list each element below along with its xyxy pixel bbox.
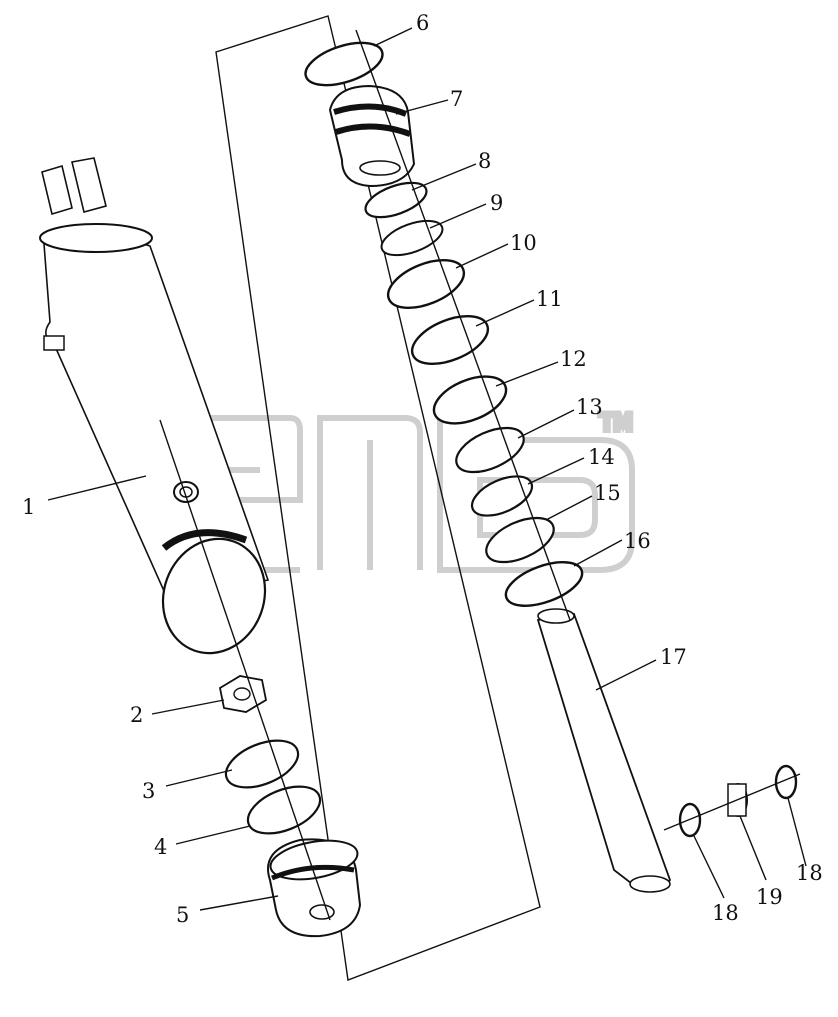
leader-lines — [47, 27, 807, 911]
axis-left — [159, 419, 331, 921]
ring-18-right — [774, 764, 798, 800]
callout-17: 17 — [660, 645, 687, 669]
ring-3 — [224, 739, 300, 789]
ring-11 — [410, 314, 490, 366]
axis-right — [355, 29, 571, 621]
hex-nut — [218, 675, 268, 713]
callout-8: 8 — [478, 149, 491, 173]
axis-pins — [663, 773, 801, 831]
callout-7: 7 — [450, 87, 463, 111]
callout-10: 10 — [510, 231, 537, 255]
piston — [267, 838, 362, 938]
callout-11: 11 — [536, 287, 563, 311]
callout-13: 13 — [576, 395, 603, 419]
callout-9: 9 — [490, 191, 503, 215]
ring-12 — [432, 375, 508, 425]
callout-18-right: 18 — [796, 861, 823, 885]
ring-9 — [380, 219, 444, 257]
callout-4: 4 — [154, 835, 167, 859]
callout-5: 5 — [176, 903, 189, 927]
ring-8 — [364, 181, 428, 219]
ring-6 — [304, 41, 384, 87]
callout-1: 1 — [22, 495, 35, 519]
callout-6: 6 — [416, 11, 429, 35]
watermark-trademark: TM — [599, 411, 632, 436]
ring-14 — [470, 475, 534, 517]
callout-2: 2 — [130, 703, 143, 727]
ring-16 — [504, 561, 584, 607]
guide-sleeve-7 — [328, 84, 416, 188]
callout-12: 12 — [560, 347, 587, 371]
callout-16: 16 — [624, 529, 651, 553]
callout-15: 15 — [594, 481, 621, 505]
callout-19: 19 — [756, 885, 783, 909]
cylinder-barrel — [39, 157, 270, 655]
callout-labels: 1 2 3 4 5 6 7 8 9 10 11 12 13 14 15 16 1… — [22, 11, 823, 927]
ring-4 — [246, 785, 322, 835]
piston-rod — [536, 608, 672, 893]
callout-18-left: 18 — [712, 901, 739, 925]
callout-14: 14 — [588, 445, 615, 469]
assembly-frame — [215, 15, 541, 981]
callout-3: 3 — [142, 779, 155, 803]
ring-10 — [386, 258, 466, 310]
ring-13 — [455, 426, 525, 474]
